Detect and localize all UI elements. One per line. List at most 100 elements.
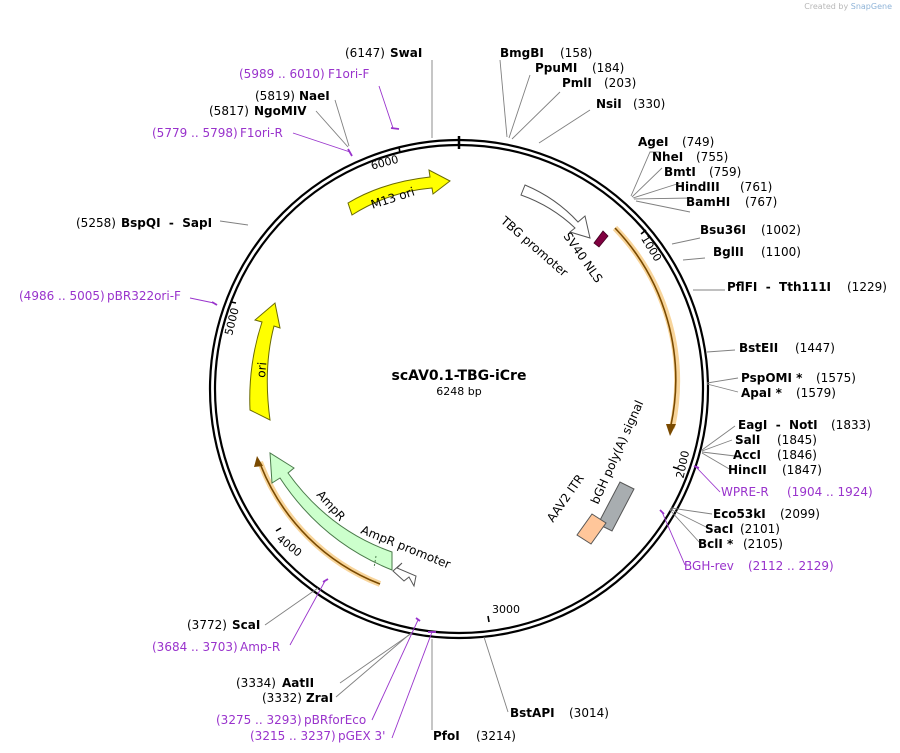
sv40-nls-marker (593, 230, 609, 248)
enzyme-nsii: NsiI (596, 97, 622, 111)
tick-6000 (398, 146, 401, 154)
leader-lines (219, 59, 739, 730)
enzyme-zrai-pos: (3332) (262, 691, 302, 705)
enzyme-sali: SalI (735, 433, 760, 447)
primer-wpre-r: WPRE-R (721, 485, 769, 499)
ampr-promoter-arrow (392, 562, 417, 588)
enzyme-bsu36i-pos: (1002) (761, 223, 801, 237)
enzyme-bspqi-sapi: BspQI - SapI (121, 216, 212, 230)
plasmid-length: 6248 bp (436, 385, 481, 398)
enzyme-saci-pos: (2101) (740, 522, 780, 536)
tick-label-4000: 4000 (274, 532, 304, 559)
enzyme-pflfi-tth111i: PflFI - Tth111I (727, 280, 831, 294)
enzyme-labels: (6147) SwaI BmgBI (158) PpuMI (184) PmlI… (76, 46, 887, 743)
primer-marker-amp-r (322, 578, 329, 583)
enzyme-bmti: BmtI (664, 165, 696, 179)
m13-ori-arrow (347, 169, 451, 216)
enzyme-bmgbi-pos: (158) (560, 46, 592, 60)
enzyme-bmti-pos: (759) (709, 165, 741, 179)
enzyme-bcli: BclI * (698, 537, 734, 551)
enzyme-naei-pos: (5819) (255, 89, 295, 103)
enzyme-bamhi-pos: (767) (745, 195, 777, 209)
aav2-itr-label: AAV2 ITR (544, 472, 587, 525)
tick-3000 (487, 615, 490, 623)
bgh-polya-block (597, 481, 635, 532)
backbone (208, 136, 710, 640)
primer-wpre-r-range: (1904 .. 1924) (787, 485, 873, 499)
tbg-promoter-label: TBG promoter (497, 213, 570, 279)
tbg-promoter-arrow (520, 184, 591, 239)
enzyme-bamhi: BamHI (686, 195, 730, 209)
enzyme-pfoi-pos: (3214) (476, 729, 516, 743)
primer-marker-f1ori-r (347, 148, 353, 157)
primer-marker-f1ori-f (390, 127, 400, 130)
icre-arc (614, 227, 677, 426)
enzyme-aatii-pos: (3334) (236, 676, 276, 690)
tick-5000 (230, 301, 237, 304)
enzyme-hincii-pos: (1847) (782, 463, 822, 477)
enzyme-acci: AccI (733, 448, 761, 462)
enzyme-scai: ScaI (232, 618, 260, 632)
enzyme-apai: ApaI * (741, 386, 783, 400)
tick-2000 (672, 466, 680, 470)
primer-pbr322ori-f-range: (4986 .. 5005) (19, 289, 105, 303)
enzyme-nhei: NheI (652, 150, 683, 164)
primer-leader-lines (189, 85, 721, 739)
ampr-arrow (269, 452, 393, 571)
credit-prefix: Created by (804, 2, 849, 11)
primer-bgh-rev-range: (2112 .. 2129) (748, 559, 834, 573)
enzyme-aatii: AatII (282, 676, 314, 690)
tick-label-5000: 5000 (222, 306, 241, 336)
primer-pbrforeco-range: (3275 .. 3293) (216, 713, 302, 727)
aav2-itr-block (576, 513, 607, 545)
enzyme-ppumi-pos: (184) (592, 61, 624, 75)
enzyme-pmli-pos: (203) (604, 76, 636, 90)
enzyme-bglii-pos: (1100) (761, 245, 801, 259)
enzyme-eagi-noti: EagI - NotI (738, 418, 818, 432)
enzyme-agei-pos: (749) (682, 135, 714, 149)
primer-amp-r: Amp-R (240, 640, 280, 654)
enzyme-bglii: BglII (713, 245, 744, 259)
primer-f1ori-r-range: (5779 .. 5798) (152, 126, 238, 140)
primer-labels: (5989 .. 6010) F1ori-F (5779 .. 5798) F1… (19, 67, 873, 743)
enzyme-pflfi-pos: (1229) (847, 280, 887, 294)
enzyme-swai-pos: (6147) (345, 46, 385, 60)
enzyme-nsii-pos: (330) (633, 97, 665, 111)
primer-f1ori-f-range: (5989 .. 6010) (239, 67, 325, 81)
enzyme-acci-pos: (1846) (777, 448, 817, 462)
enzyme-hincii: HincII (728, 463, 767, 477)
enzyme-pspomi: PspOMI * (741, 371, 803, 385)
enzyme-sali-pos: (1845) (777, 433, 817, 447)
ori-arrow (249, 302, 281, 421)
enzyme-hindiii: HindIII (675, 180, 720, 194)
snapgene-logo-text: SnapGene (850, 2, 892, 11)
enzyme-eco53ki-pos: (2099) (780, 507, 820, 521)
enzyme-bsu36i: Bsu36I (700, 223, 746, 237)
enzyme-bstapi: BstAPI (510, 706, 555, 720)
primer-pbr322ori-f: pBR322ori-F (107, 289, 181, 303)
ampr-orf-arrowhead (254, 456, 263, 467)
enzyme-ngomiv-pos: (5817) (209, 104, 249, 118)
enzyme-bmgbi: BmgBI (500, 46, 544, 60)
plasmid-name: scAV0.1-TBG-iCre (392, 368, 527, 384)
enzyme-agei: AgeI (638, 135, 668, 149)
primer-f1ori-f: F1ori-F (328, 67, 369, 81)
enzyme-nhei-pos: (755) (696, 150, 728, 164)
enzyme-pspomi-pos: (1575) (816, 371, 856, 385)
tick-1000 (640, 229, 647, 235)
enzyme-swai: SwaI (390, 46, 422, 60)
tick-4000 (275, 527, 282, 532)
enzyme-bcli-pos: (2105) (743, 537, 783, 551)
enzyme-naei: NaeI (299, 89, 330, 103)
tick-label-2000: 2000 (674, 449, 693, 479)
enzyme-ppumi: PpuMI (535, 61, 577, 75)
enzyme-hindiii-pos: (761) (740, 180, 772, 194)
tick-label-3000: 3000 (492, 603, 520, 616)
enzyme-pmli: PmlI (562, 76, 592, 90)
enzyme-ngomiv: NgoMIV (254, 104, 307, 118)
primer-bgh-rev: BGH-rev (684, 559, 734, 573)
primer-pbrforeco: pBRforEco (304, 713, 366, 727)
enzyme-apai-pos: (1579) (796, 386, 836, 400)
primer-pgex3: pGEX 3' (338, 729, 385, 743)
